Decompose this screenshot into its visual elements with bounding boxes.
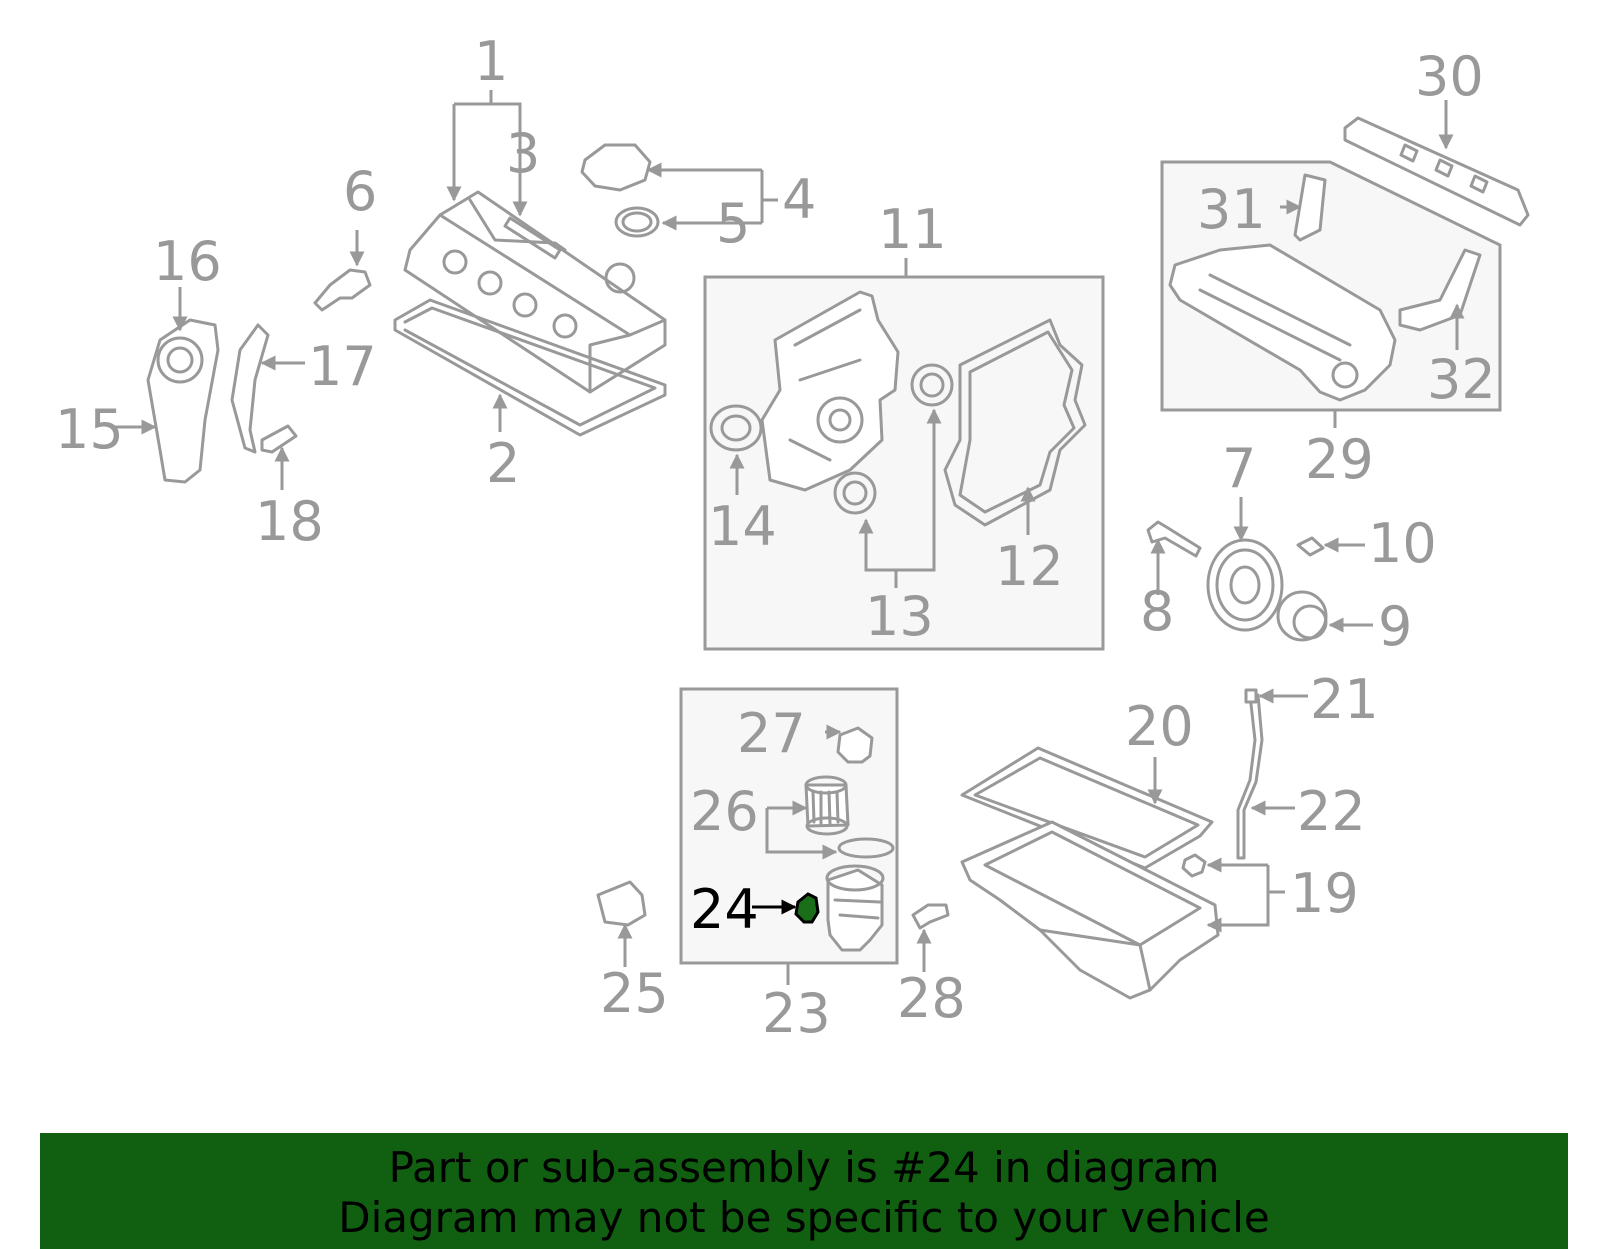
callout-31[interactable]: 31 xyxy=(1197,178,1266,241)
callout-9[interactable]: 9 xyxy=(1378,595,1412,658)
seal-13a-part[interactable] xyxy=(910,363,954,407)
timing-chain-guide-part[interactable] xyxy=(146,318,220,484)
callout-14[interactable]: 14 xyxy=(708,495,777,558)
callout-13[interactable]: 13 xyxy=(865,585,934,648)
callout-25[interactable]: 25 xyxy=(600,962,669,1025)
callout-29[interactable]: 29 xyxy=(1305,428,1374,491)
callout-24-highlighted[interactable]: 24 xyxy=(690,878,759,941)
bracket-31-part[interactable] xyxy=(1293,173,1327,242)
oring-26-part[interactable] xyxy=(837,837,895,859)
tensioner-18-part[interactable] xyxy=(260,424,298,454)
gasket-12-part[interactable] xyxy=(943,318,1087,527)
valve-cover-part[interactable] xyxy=(403,190,667,394)
callout-19[interactable]: 19 xyxy=(1290,862,1359,925)
callout-26[interactable]: 26 xyxy=(690,780,759,843)
info-banner: Part or sub-assembly is #24 in diagram D… xyxy=(40,1133,1568,1249)
callout-16[interactable]: 16 xyxy=(153,230,222,293)
banner-line-2: Diagram may not be specific to your vehi… xyxy=(338,1193,1270,1242)
sensor-6-part[interactable] xyxy=(313,268,372,312)
bracket-25-part[interactable] xyxy=(596,880,647,927)
dipstick-tube-22-part[interactable] xyxy=(1236,693,1264,860)
oil-filler-cap-part[interactable] xyxy=(580,143,652,192)
callout-5[interactable]: 5 xyxy=(716,192,750,255)
callout-18[interactable]: 18 xyxy=(255,490,324,553)
callout-10[interactable]: 10 xyxy=(1368,512,1437,575)
callout-32[interactable]: 32 xyxy=(1427,348,1496,411)
oil-filter-26-part[interactable] xyxy=(804,775,850,836)
callout-11[interactable]: 11 xyxy=(878,198,947,261)
callout-4[interactable]: 4 xyxy=(782,168,816,231)
drain-plug-part[interactable] xyxy=(1181,853,1207,878)
callout-23[interactable]: 23 xyxy=(762,982,831,1045)
seal-9-part[interactable] xyxy=(1276,590,1328,642)
callout-28[interactable]: 28 xyxy=(897,967,966,1030)
chain-tensioner-rail-part[interactable] xyxy=(230,323,270,454)
crank-pulley-7-part[interactable] xyxy=(1206,538,1284,632)
callout-21[interactable]: 21 xyxy=(1310,668,1379,731)
callout-7[interactable]: 7 xyxy=(1222,437,1256,500)
seal-14-part[interactable] xyxy=(709,404,763,452)
bolt-8-part[interactable] xyxy=(1146,520,1202,558)
cap-seal-part[interactable] xyxy=(614,206,660,238)
banner-line-1: Part or sub-assembly is #24 in diagram xyxy=(388,1143,1220,1192)
callout-30[interactable]: 30 xyxy=(1415,45,1484,108)
callout-12[interactable]: 12 xyxy=(995,535,1064,598)
dipstick-21-part[interactable] xyxy=(1244,688,1258,704)
callout-1[interactable]: 1 xyxy=(474,30,508,93)
callout-8[interactable]: 8 xyxy=(1140,580,1174,643)
cap-27-part[interactable] xyxy=(836,726,874,764)
callout-27[interactable]: 27 xyxy=(737,702,806,765)
callout-3[interactable]: 3 xyxy=(506,122,540,185)
valve-cover-gasket-part[interactable] xyxy=(393,298,667,437)
callout-17[interactable]: 17 xyxy=(308,335,377,398)
part-24-highlighted[interactable] xyxy=(794,892,820,924)
key-10-part[interactable] xyxy=(1296,536,1325,557)
sensor-28-part[interactable] xyxy=(911,903,950,930)
callout-15[interactable]: 15 xyxy=(55,398,124,461)
callout-6[interactable]: 6 xyxy=(343,160,377,223)
callout-22[interactable]: 22 xyxy=(1297,780,1366,843)
seal-13b-part[interactable] xyxy=(833,471,877,515)
timing-cover-part[interactable] xyxy=(760,290,900,492)
callout-20[interactable]: 20 xyxy=(1125,695,1194,758)
oil-pan-19-part[interactable] xyxy=(960,820,1220,1000)
callout-2[interactable]: 2 xyxy=(486,432,520,495)
